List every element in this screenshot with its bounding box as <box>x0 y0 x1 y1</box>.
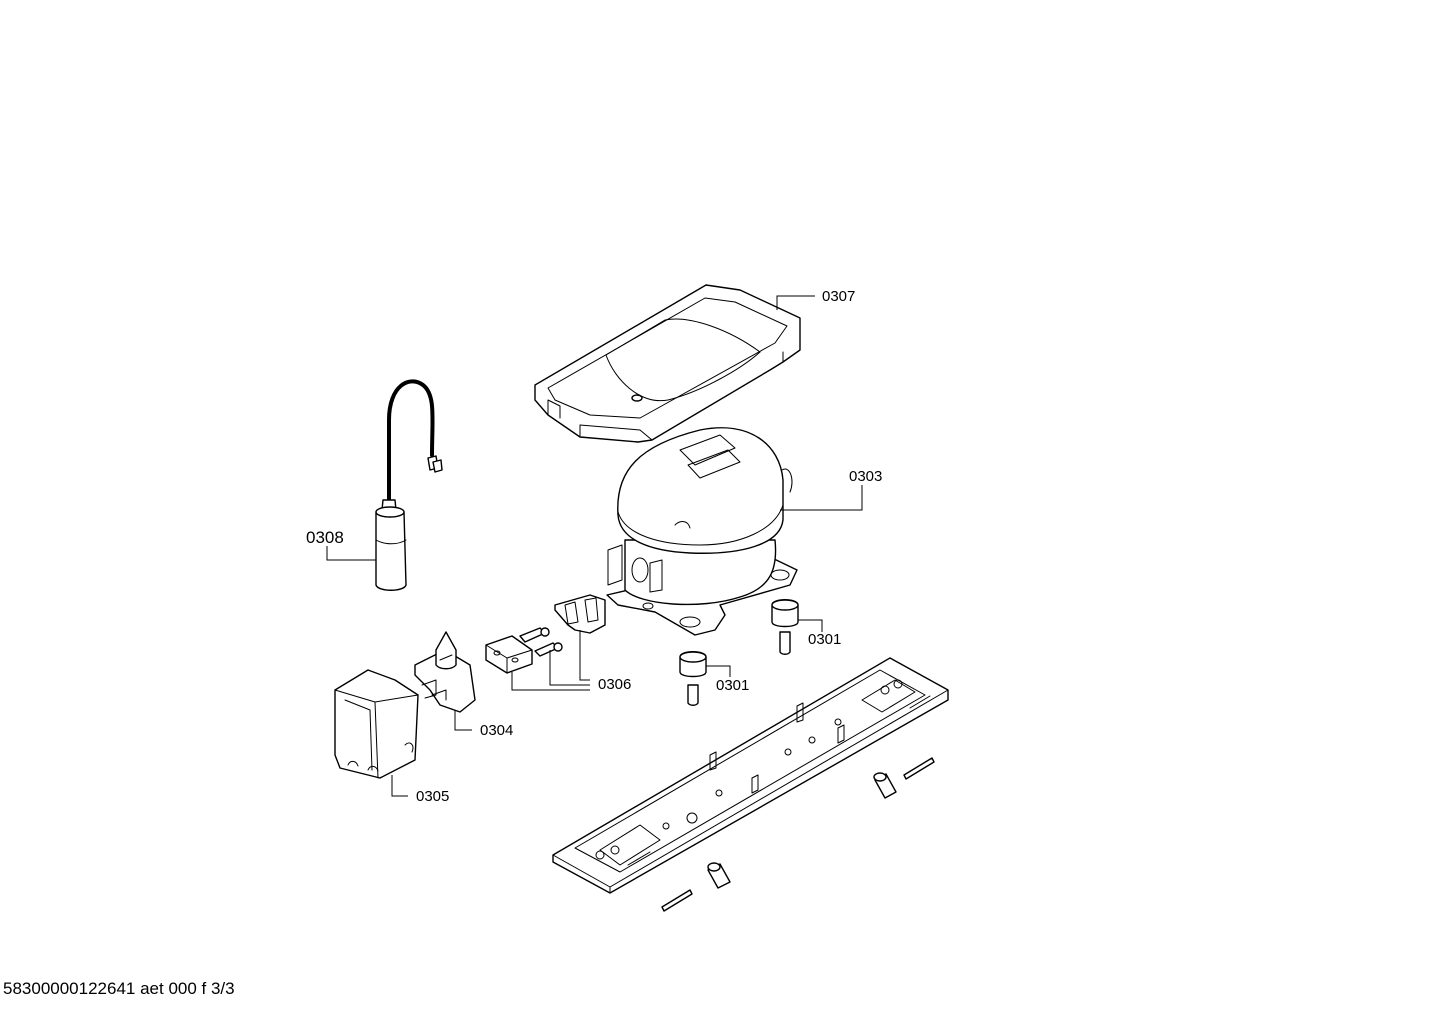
leader-0307 <box>776 295 815 310</box>
part-capacitor-0308[interactable] <box>375 379 443 591</box>
label-0301-right: 0301 <box>808 631 841 648</box>
part-tray-0307[interactable] <box>534 284 801 443</box>
leader-0308 <box>326 546 376 561</box>
part-compressor-0303[interactable] <box>606 427 798 636</box>
leader-0303 <box>780 485 863 511</box>
leader-0301-left <box>706 665 731 677</box>
label-0307: 0307 <box>822 288 855 305</box>
document-footer: 58300000122641 aet 000 f 3/3 <box>3 979 235 998</box>
part-relay-0304[interactable] <box>414 631 476 713</box>
label-0306: 0306 <box>598 676 631 693</box>
part-mounting-set-0306[interactable] <box>485 594 606 674</box>
label-0301-left: 0301 <box>716 677 749 694</box>
part-relay-cover-0305[interactable] <box>334 669 419 779</box>
label-0305: 0305 <box>416 788 449 805</box>
label-0303: 0303 <box>849 468 882 485</box>
bushing-right[interactable] <box>873 772 897 799</box>
leader-0306-block <box>511 672 590 691</box>
mounting-rail[interactable] <box>552 657 949 894</box>
leader-0306-screws <box>549 650 590 686</box>
label-0308: 0308 <box>306 528 344 547</box>
bushing-left[interactable] <box>707 862 731 889</box>
pin-right[interactable] <box>903 757 935 780</box>
leader-0304 <box>454 710 472 731</box>
label-0304: 0304 <box>480 722 513 739</box>
leader-0301-right <box>798 619 823 632</box>
part-grommet-0301-left[interactable] <box>679 651 707 706</box>
pin-left[interactable] <box>661 889 693 912</box>
part-grommet-0301-right[interactable] <box>771 599 799 655</box>
leader-0305 <box>391 775 408 797</box>
leader-0306-clip <box>579 630 590 681</box>
